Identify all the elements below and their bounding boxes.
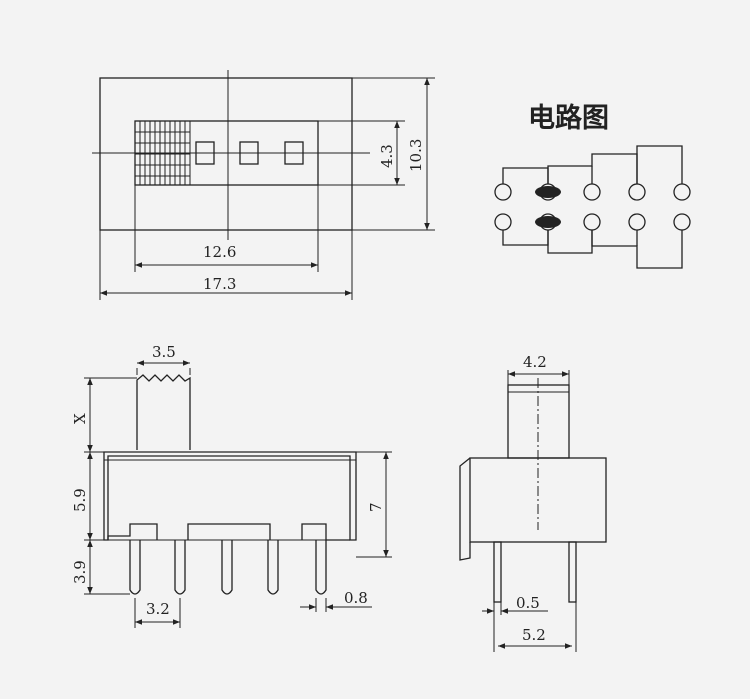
top-view-body-outline <box>99 77 353 231</box>
terminal-circle <box>628 213 646 231</box>
terminal-circle <box>628 183 646 201</box>
dim-label-12-6: 12.6 <box>203 243 236 261</box>
dim-label-3-5: 3.5 <box>152 343 176 361</box>
side-view-pin-left <box>493 541 502 603</box>
front-view <box>84 360 392 628</box>
terminal-circle <box>583 183 601 201</box>
terminal-circle <box>494 183 512 201</box>
dim-label-7: 7 <box>367 502 385 512</box>
dim-label-3-2: 3.2 <box>146 600 170 618</box>
circuit-diagram-title: 电路图 <box>528 102 609 134</box>
terminal-circle <box>494 213 512 231</box>
front-view-pin-5 <box>315 540 327 595</box>
wire-bottom-1 <box>502 230 549 246</box>
dim-label-10-3: 10.3 <box>407 139 425 172</box>
side-view-pin-right <box>568 541 577 603</box>
front-view-foot-right <box>301 523 350 541</box>
dim-label-17-3: 17.3 <box>203 275 236 293</box>
wire-bottom-2 <box>547 230 593 254</box>
top-view <box>92 70 435 300</box>
wire-top-4 <box>636 145 683 184</box>
contact-blob-bottom <box>535 216 561 228</box>
side-view-bracket <box>459 457 471 561</box>
front-view-knob <box>136 374 191 450</box>
dim-label-4-2: 4.2 <box>523 353 547 371</box>
front-view-pin-1 <box>129 540 141 595</box>
dim-label-5-2: 5.2 <box>522 626 546 644</box>
dim-label-0-5: 0.5 <box>516 594 540 612</box>
terminal-circle <box>673 183 691 201</box>
contact-blob-top <box>535 186 561 198</box>
dim-label-0-8: 0.8 <box>344 589 368 607</box>
wire-top-1 <box>502 167 549 184</box>
side-view <box>459 370 607 652</box>
front-view-foot-left <box>107 523 158 540</box>
terminal-circle <box>583 213 601 231</box>
terminal-circle <box>673 213 691 231</box>
dim-label-3-9: 3.9 <box>71 560 89 584</box>
front-view-body <box>103 451 357 541</box>
front-view-pin-3 <box>221 540 233 595</box>
dim-label-x: X <box>71 413 89 424</box>
front-view-pin-4 <box>267 540 279 595</box>
dim-label-5-9: 5.9 <box>71 488 89 512</box>
dim-label-4-3: 4.3 <box>378 144 396 168</box>
front-view-foot-center <box>187 523 271 540</box>
circuit-diagram <box>494 145 691 269</box>
front-view-pin-2 <box>174 540 186 595</box>
wire-bottom-3 <box>591 230 683 269</box>
contact-blobs <box>535 186 561 228</box>
